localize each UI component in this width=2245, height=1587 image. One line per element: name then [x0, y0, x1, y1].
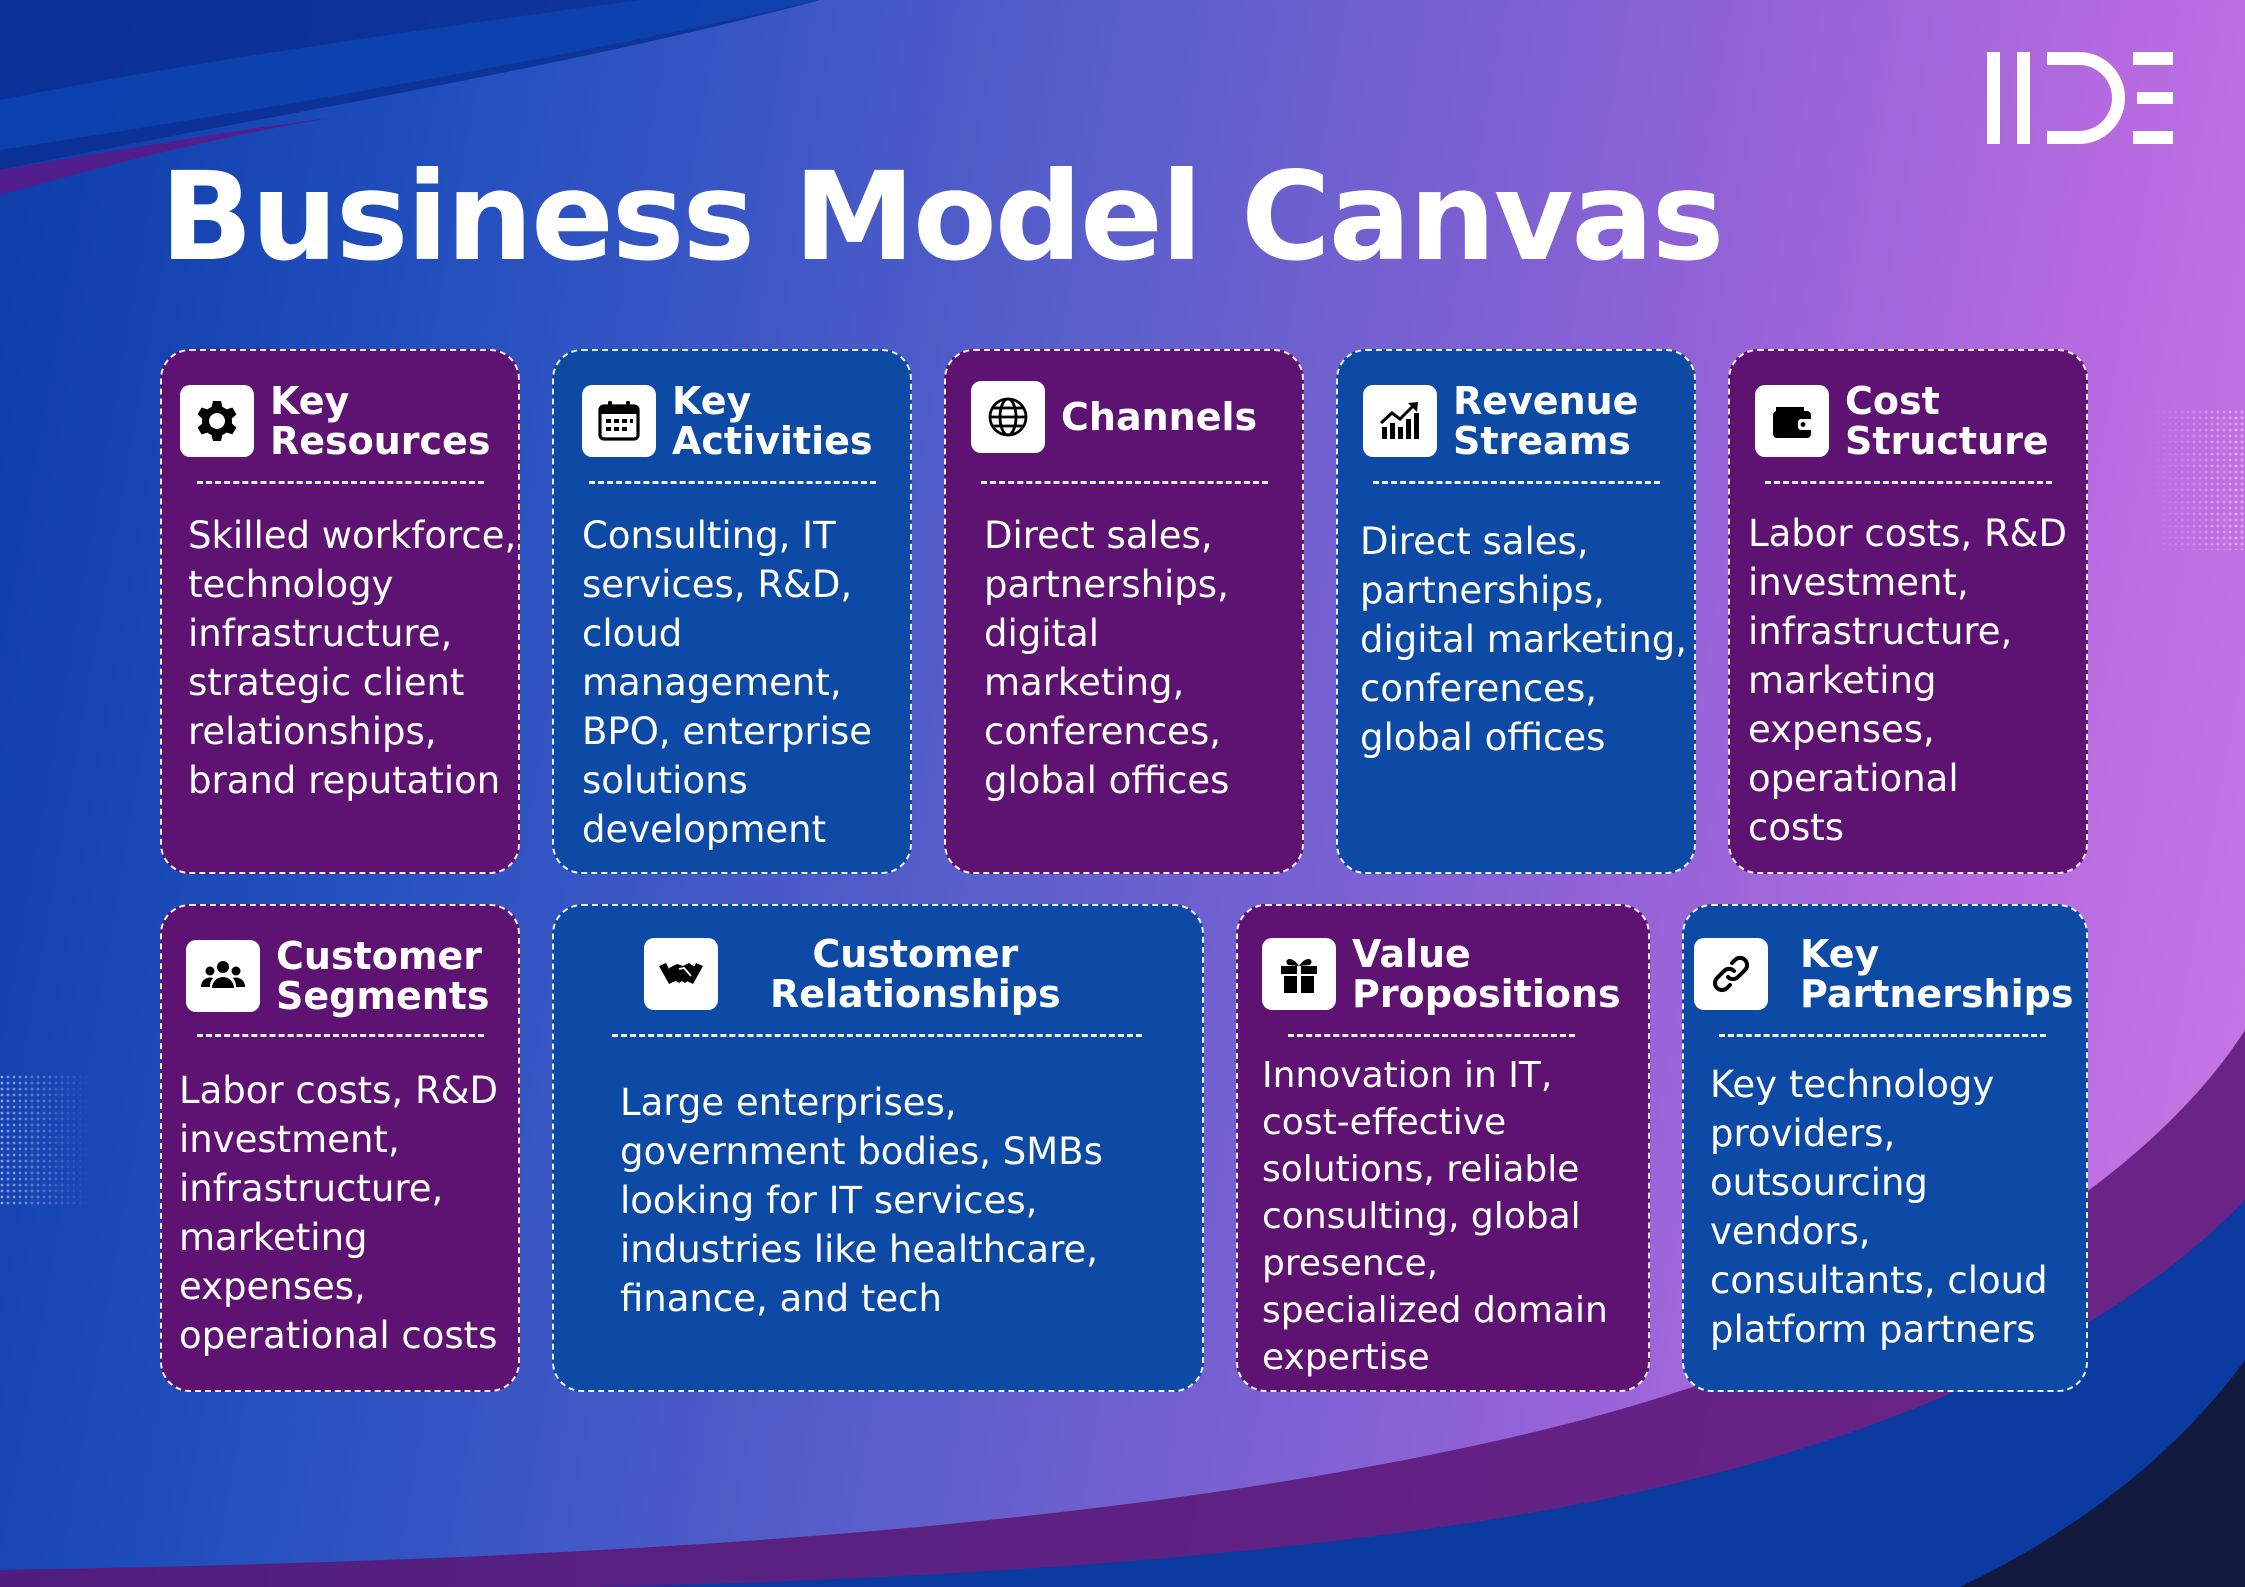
card-title: Customer Segments	[276, 934, 490, 1018]
card-customer-relationships: Customer Relationships Large enterprises…	[552, 904, 1204, 1392]
card-key-activities: Key Activities Consulting, IT services, …	[552, 349, 912, 874]
divider	[589, 481, 876, 484]
divider	[612, 1034, 1142, 1037]
gift-icon	[1262, 938, 1336, 1010]
divider	[981, 481, 1268, 484]
card-body: Labor costs, R&D investment, infrastruct…	[179, 1069, 498, 1357]
card-title: Value Propositions	[1352, 932, 1621, 1016]
handshake-icon	[644, 938, 718, 1010]
card-body: Large enterprises, government bodies, SM…	[620, 1081, 1103, 1320]
iide-logo	[1987, 52, 2173, 144]
divider	[1288, 1034, 1575, 1037]
divider	[197, 1034, 484, 1037]
card-title: Key Partnerships	[1800, 932, 2074, 1016]
card-title: Key Activities	[672, 379, 873, 463]
gear-icon	[180, 385, 254, 457]
card-title: Revenue Streams	[1453, 379, 1639, 463]
card-body: Key technology providers, outsourcing ve…	[1710, 1063, 2048, 1351]
divider	[1765, 481, 2052, 484]
dot-pattern-right	[2150, 410, 2245, 550]
card-value-propositions: Value Propositions Innovation in IT, cos…	[1236, 904, 1650, 1392]
card-body: Direct sales, partnerships, digital mark…	[1360, 520, 1688, 759]
divider	[197, 481, 484, 484]
card-body: Consulting, IT services, R&D, cloud mana…	[582, 514, 873, 851]
card-body: Direct sales, partnerships, digital mark…	[984, 514, 1230, 802]
wallet-icon	[1755, 385, 1829, 457]
card-body: Labor costs, R&D investment, infrastruct…	[1748, 512, 2067, 849]
card-title: Key Resources	[270, 379, 491, 463]
card-title: Cost Structure	[1845, 379, 2049, 463]
card-title: Channels	[1061, 395, 1258, 439]
card-key-resources: Key Resources Skilled workforce, technol…	[160, 349, 520, 874]
calendar-icon	[582, 385, 656, 457]
card-revenue-streams: Revenue Streams Direct sales, partnershi…	[1336, 349, 1696, 874]
card-channels: Channels Direct sales, partnerships, dig…	[944, 349, 1304, 874]
divider	[1719, 1034, 2046, 1037]
card-cost-structure: Cost Structure Labor costs, R&D investme…	[1728, 349, 2088, 874]
card-body: Skilled workforce, technology infrastruc…	[188, 514, 517, 802]
card-title: Customer Relationships	[770, 932, 1061, 1016]
page-title: Business Model Canvas	[160, 146, 1724, 288]
card-body: Innovation in IT, cost-effective solutio…	[1262, 1055, 1608, 1378]
growth-chart-icon	[1363, 385, 1437, 457]
card-key-partnerships: Key Partnerships Key technology provider…	[1682, 904, 2088, 1392]
link-icon	[1694, 938, 1768, 1010]
card-customer-segments: Customer Segments Labor costs, R&D inves…	[160, 904, 520, 1392]
globe-icon	[971, 381, 1045, 453]
divider	[1373, 481, 1660, 484]
dot-pattern-left	[0, 1075, 90, 1205]
people-group-icon	[186, 940, 260, 1012]
